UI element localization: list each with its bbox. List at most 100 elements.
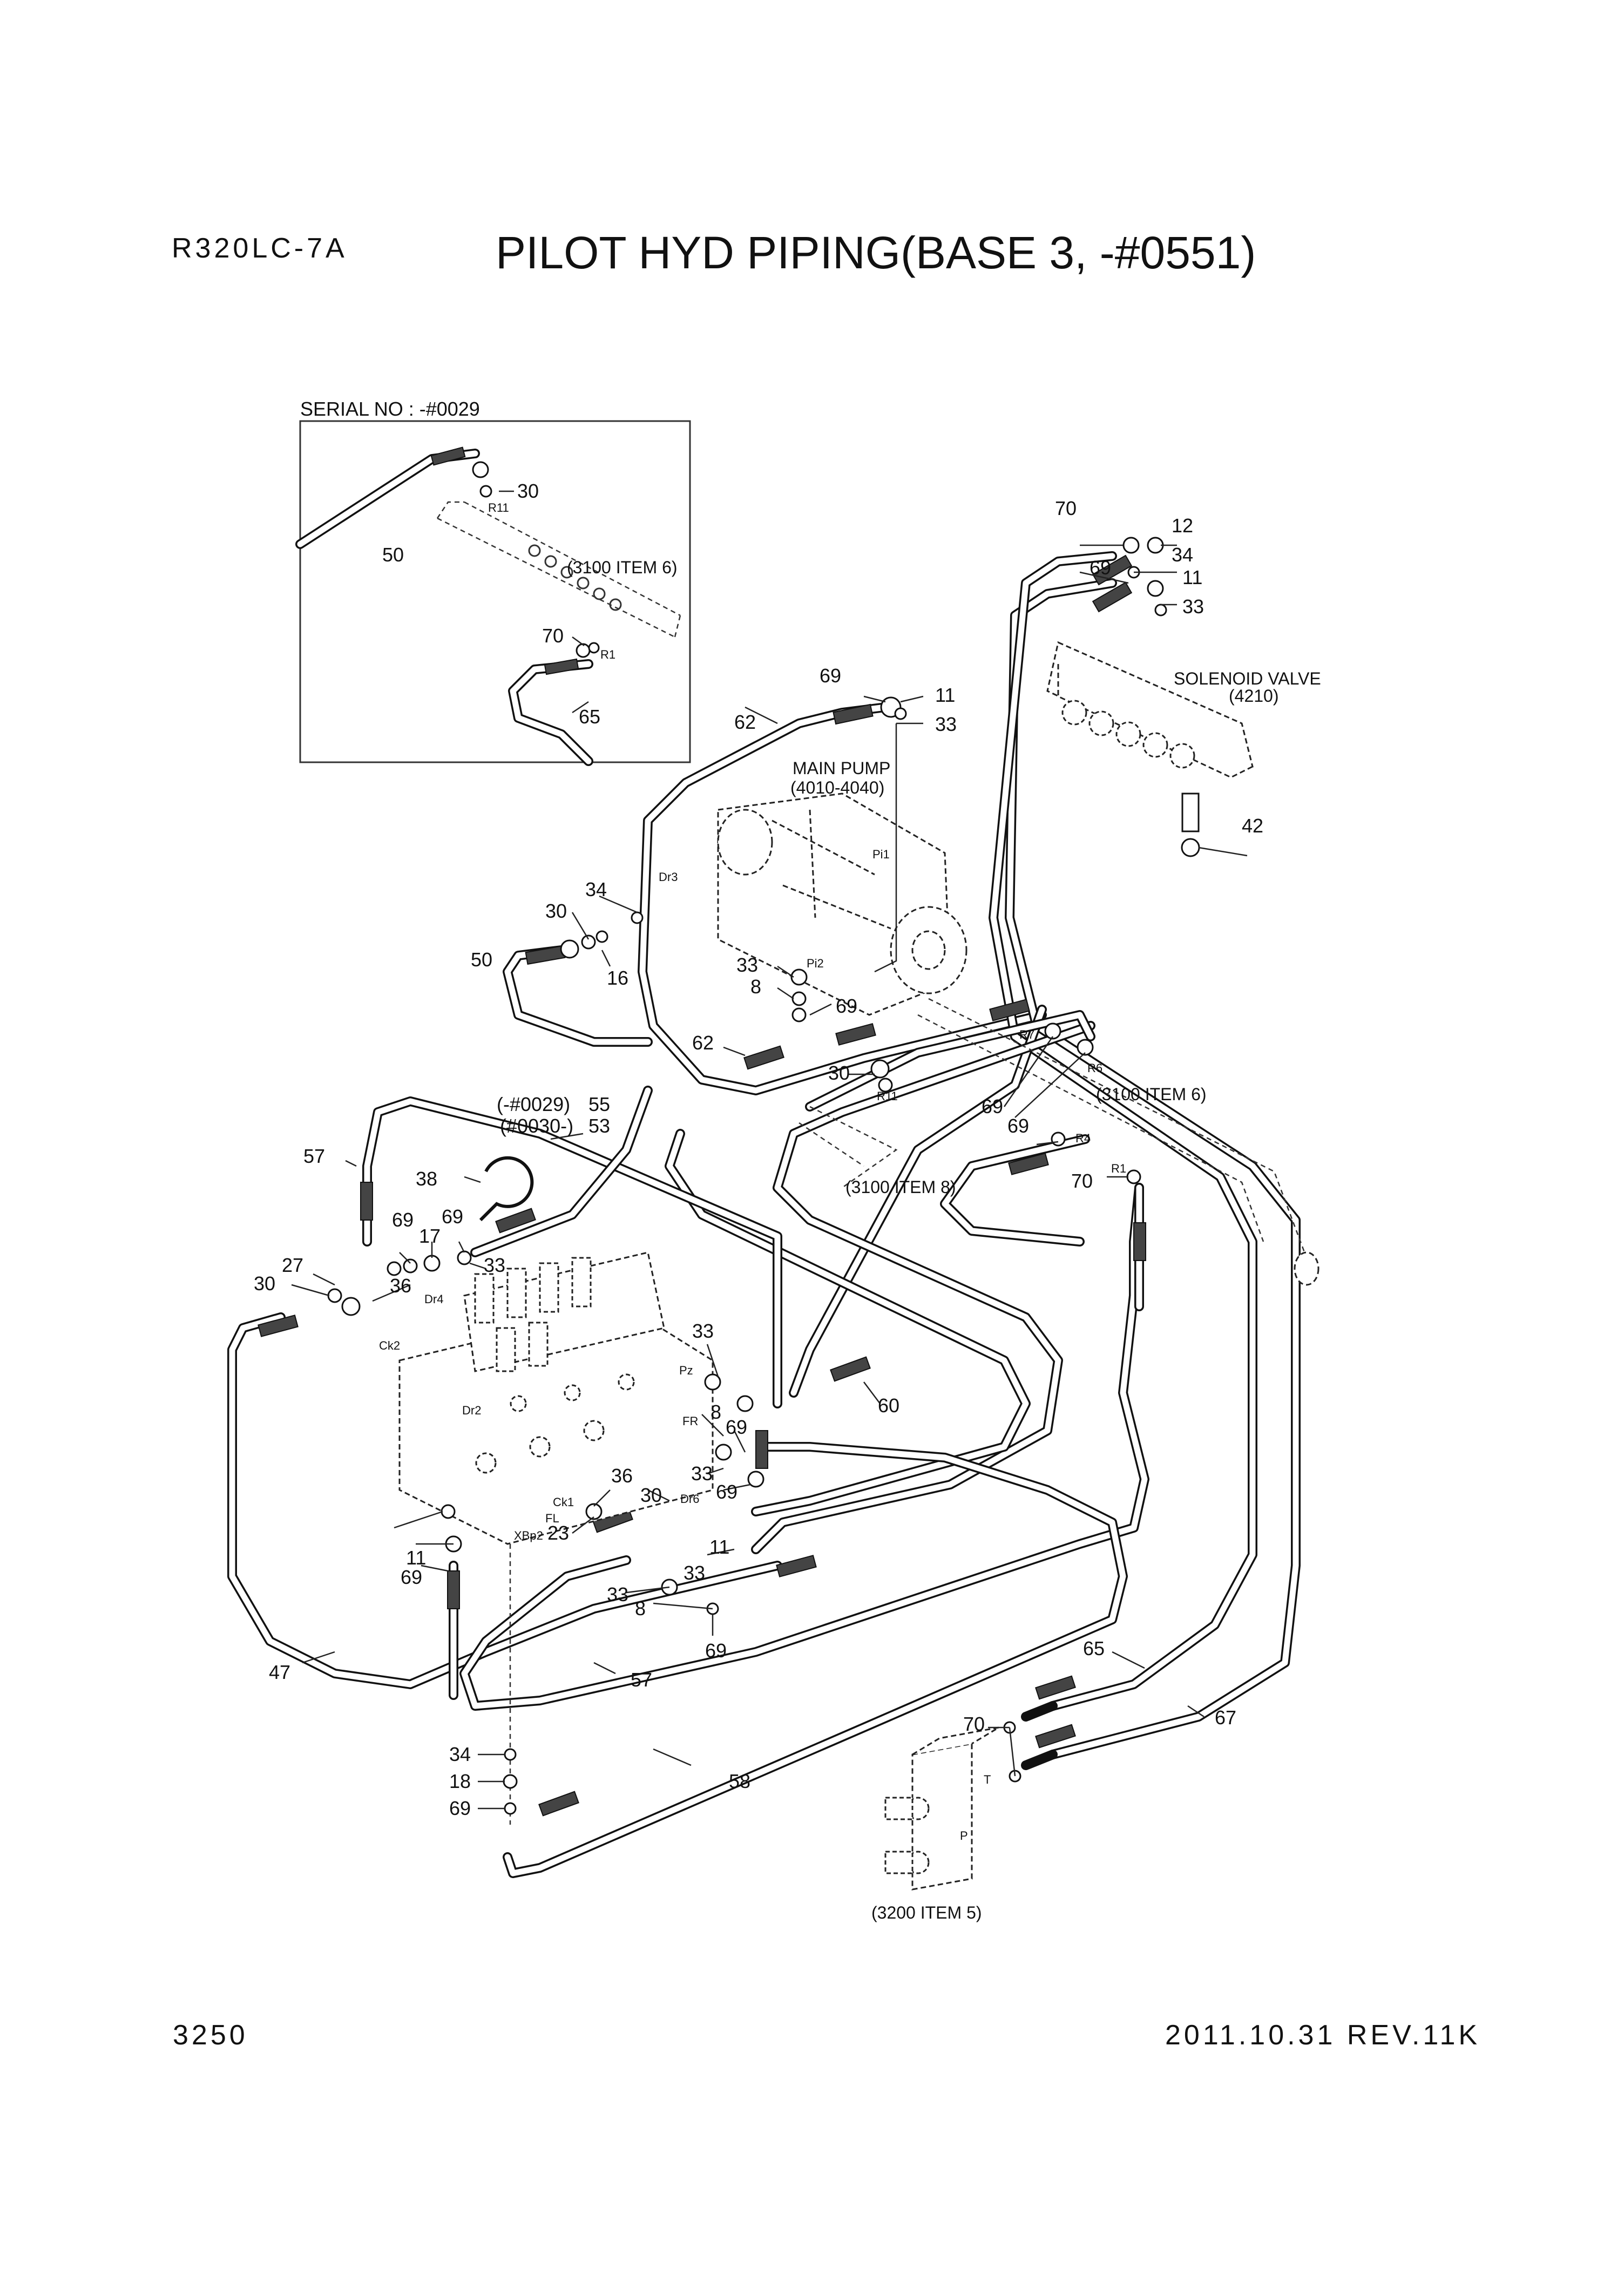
callout-65: 65 [1083,1637,1105,1659]
callout-69: 69 [392,1209,414,1231]
callout-8: 8 [750,975,761,998]
callout-60: 60 [878,1394,899,1417]
callout-33: 33 [1182,595,1204,618]
callout-65: 65 [579,706,600,728]
callout-69: 69 [716,1481,737,1503]
callout-30: 30 [254,1272,275,1295]
port-xbp2: XBp2 [514,1529,543,1542]
serial-note-a: (-#0029) [497,1093,570,1115]
hose-to-p [1021,1750,1058,1770]
model-number: R320LC-7A [172,233,348,264]
solenoid-valve: SOLENOID VALVE (4210) [1046,641,1321,857]
hose-to-t [1021,1701,1058,1722]
serial-note-b: (#0030-) [500,1115,573,1137]
callout-57: 57 [303,1145,325,1167]
port-r11: R11 [877,1089,898,1103]
callout-27: 27 [282,1254,303,1276]
callout-69: 69 [1090,557,1111,579]
callout-50: 50 [471,949,492,971]
callout-62: 62 [734,711,756,733]
inset-serial-label: SERIAL NO : -#0029 [300,398,480,420]
callout-30: 30 [545,900,567,922]
port-pi1: Pi1 [872,848,890,861]
port-t: T [984,1773,991,1786]
callout-12: 12 [1172,514,1193,537]
callout-17: 17 [419,1225,441,1247]
callout-33: 33 [692,1320,714,1342]
ref-3100-item6: (3100 ITEM 6) [1096,1085,1207,1104]
callout-70: 70 [1055,497,1077,519]
item-3200-5-body [911,1743,973,1891]
callout-33: 33 [691,1462,713,1485]
callout-30: 30 [828,1062,850,1084]
callout-69: 69 [726,1416,747,1438]
port-ck1: Ck1 [553,1495,574,1509]
callout-11: 11 [709,1536,729,1558]
callout-69: 69 [836,995,857,1017]
port-fl: FL [545,1512,559,1525]
page-number: 3250 [173,2020,248,2051]
port-r1: R1 [1111,1162,1126,1175]
callout-33: 33 [607,1583,628,1605]
callout-47: 47 [269,1661,290,1683]
return-pipe: (3100 ITEM 6) (3100 ITEM 8) [799,998,1320,1286]
port-p: P [960,1829,968,1842]
port-r6: R6 [1087,1061,1102,1075]
callout-70: 70 [963,1713,985,1735]
callout-69: 69 [442,1205,463,1228]
leader-lines [291,544,1248,1810]
callout-18: 18 [449,1770,471,1792]
port-fr: FR [682,1414,698,1428]
callout-34: 34 [585,878,607,900]
callout-33: 33 [684,1562,705,1584]
port-r1: R1 [600,648,615,661]
port-labels: Dr3 Pi1 Pi2 R7 R6 R11 R4 R1 Dr4 Ck2 Dr2 … [379,848,1126,1842]
port-dr3: Dr3 [659,870,678,884]
callout-53: 53 [588,1115,610,1137]
port-ck2: Ck2 [379,1339,400,1352]
port-r7: R7 [1019,1028,1034,1041]
callout-23: 23 [547,1522,569,1544]
callout-55: 55 [588,1093,610,1115]
port-pz: Pz [679,1364,693,1377]
callout-50: 50 [382,544,404,566]
callout-69: 69 [449,1797,471,1819]
port-r4: R4 [1075,1132,1091,1145]
callout-11: 11 [406,1547,426,1569]
main-pump: MAIN PUMP (4010-4040) [717,758,967,1016]
callout-58: 58 [729,1770,750,1792]
fitting-42 [1181,792,1200,832]
main-pump-ref: (4010-4040) [790,778,884,797]
callout-30: 30 [517,480,539,502]
item-3200-5: (3200 ITEM 5) [871,1726,999,1922]
callout-36: 36 [390,1275,411,1297]
callout-57: 57 [631,1669,652,1691]
callout-67: 67 [1215,1706,1236,1729]
port-r11: R11 [488,501,509,514]
main-pump-label: MAIN PUMP [793,758,890,778]
port-dr2: Dr2 [462,1404,481,1417]
ref-3100-item6-inset: (3100 ITEM 6) [567,558,678,577]
port-pi2: Pi2 [807,957,824,970]
callout-69: 69 [820,665,841,687]
inset-valve-outline [436,501,681,638]
return-pipe-outline [917,998,1308,1258]
serial-inset: SERIAL NO : -#0029 30 50 70 65 R11 R1 [295,398,691,766]
callout-69: 69 [1007,1115,1029,1137]
callout-38: 38 [416,1168,437,1190]
callout-70: 70 [1071,1170,1093,1192]
callout-33: 33 [935,713,957,735]
callout-36: 36 [611,1465,633,1487]
clamp-38 [479,1156,534,1222]
inset-frame [299,420,691,763]
solenoid-valve-label: SOLENOID VALVE [1174,669,1321,688]
callout-11: 11 [1182,566,1202,588]
callout-70: 70 [542,625,564,647]
callout-42: 42 [1242,815,1263,837]
manifold-outline [799,1106,898,1189]
date-revision: 2011.10.31 REV.11K [1165,2020,1481,2051]
callout-8: 8 [710,1401,721,1423]
pipe-runs [227,551,1301,1878]
callout-69: 69 [705,1640,727,1662]
